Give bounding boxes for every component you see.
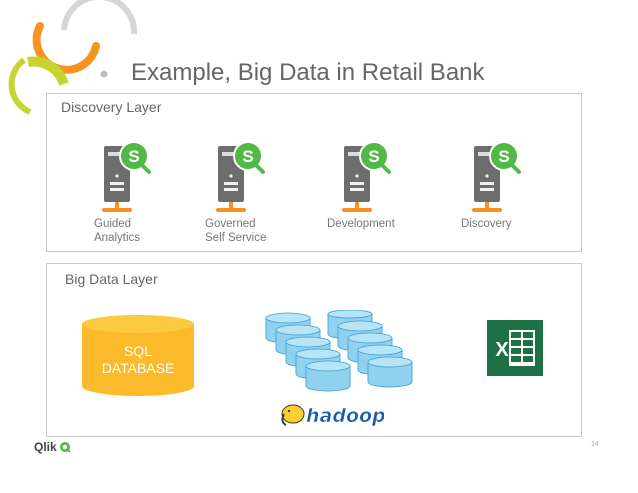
decorative-arcs <box>8 0 138 115</box>
server-label-line: Governed <box>205 218 256 230</box>
sql-database-cylinder-icon <box>82 315 194 396</box>
cylinder-group-right <box>327 310 413 388</box>
big-data-layer-title: Big Data Layer <box>65 271 158 287</box>
server-label-governed-self-service: Governed Self Service <box>205 217 266 245</box>
hadoop-logo: hadoop <box>281 404 384 427</box>
sql-database-line: DATABASE <box>101 360 175 376</box>
server-label-line: Discovery <box>461 218 512 230</box>
svg-text:S: S <box>498 147 509 166</box>
server-label-line: Self Service <box>205 232 267 244</box>
hadoop-wordmark: hadoop <box>306 405 384 427</box>
excel-icon: X <box>487 320 543 376</box>
server-label-line: Guided <box>94 218 132 230</box>
server-label-discovery: Discovery <box>461 217 511 231</box>
qlik-sense-server-icon: S <box>102 141 151 212</box>
svg-text:S: S <box>368 147 379 166</box>
svg-text:S: S <box>242 147 253 166</box>
qlik-sense-server-icon: S <box>342 141 391 212</box>
server-label-line: Development <box>327 218 395 230</box>
hadoop-elephant-icon <box>281 404 305 426</box>
cylinder-group-left <box>265 312 351 392</box>
qlik-logo: Qlik <box>34 439 71 455</box>
sql-database-label: SQL DATABASE <box>80 343 196 377</box>
slide-title: Example, Big Data in Retail Bank <box>131 59 485 86</box>
discovery-layer-title: Discovery Layer <box>61 99 162 115</box>
server-label-line: Analytics <box>94 232 141 244</box>
svg-text:X: X <box>495 339 509 361</box>
sql-database-line: SQL <box>123 343 152 359</box>
svg-text:S: S <box>128 147 139 166</box>
page-number: 14 <box>591 441 599 448</box>
server-label-guided-analytics: Guided Analytics <box>94 217 140 245</box>
qlik-sense-server-icon: S <box>216 141 265 212</box>
qlik-q-icon <box>59 442 71 453</box>
qlik-logo-text: Qlik <box>34 440 57 454</box>
server-label-development: Development <box>327 217 395 231</box>
qlik-sense-server-icon: S <box>472 141 521 212</box>
hadoop-cluster-icon <box>265 310 413 392</box>
